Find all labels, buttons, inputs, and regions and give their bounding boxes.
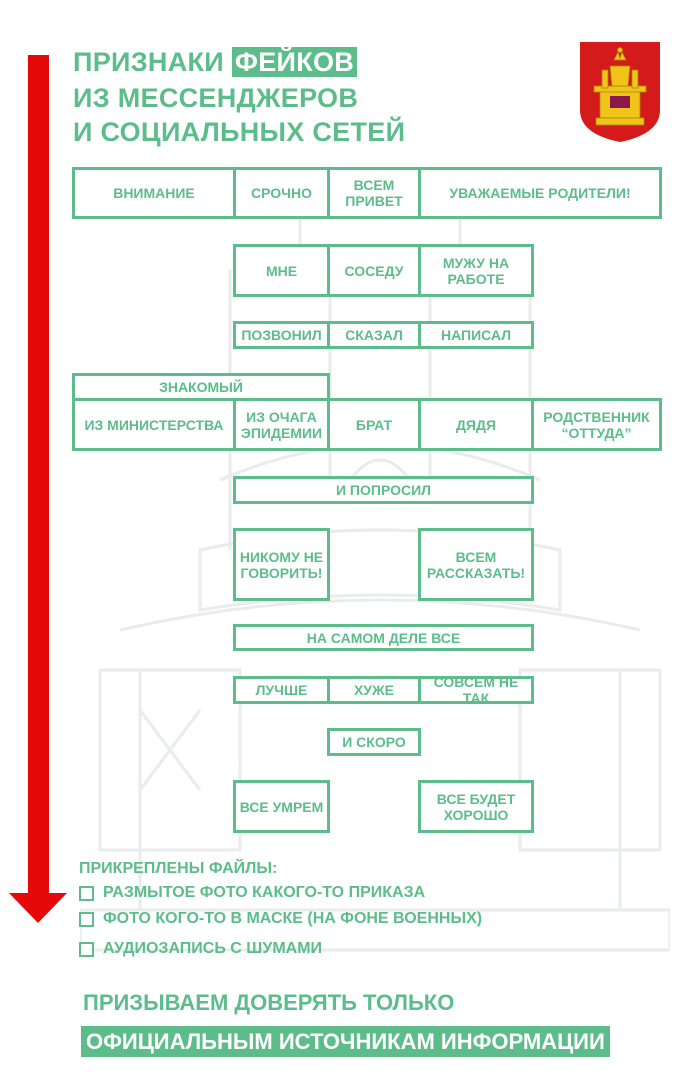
file-item: РАЗМЫТОЕ ФОТО КАКОГО-ТО ПРИКАЗА: [79, 882, 425, 904]
file-label: АУДИОЗАПИСЬ С ШУМАМИ: [103, 940, 323, 957]
block-brother: БРАТ: [327, 398, 421, 451]
block-acquaintance: ЗНАКОМЫЙ: [72, 373, 330, 401]
block-tell-no-one: НИКОМУ НЕ ГОВОРИТЬ!: [233, 528, 330, 601]
cta-line-1: ПРИЗЫВАЕМ ДОВЕРЯТЬ ТОЛЬКО: [83, 990, 455, 1015]
file-item: ФОТО КОГО-ТО В МАСКЕ (НА ФОНЕ ВОЕННЫХ): [79, 908, 482, 930]
block-actually: НА САМОМ ДЕЛЕ ВСЕ: [233, 624, 534, 651]
block-tell-everyone: ВСЕМ РАССКАЗАТЬ!: [418, 528, 534, 601]
coat-of-arms-icon: [580, 42, 660, 142]
block-and-asked: И ПОПРОСИЛ: [233, 476, 534, 504]
block-uncle: ДЯДЯ: [418, 398, 534, 451]
block-from-ministry: ИЗ МИНИСТЕРСТВА: [72, 398, 236, 451]
file-label: ФОТО КОГО-ТО В МАСКЕ (НА ФОНЕ ВОЕННЫХ): [103, 910, 483, 927]
down-arrow-icon: [9, 893, 67, 923]
block-dear-parents: УВАЖАЕМЫЕ РОДИТЕЛИ!: [418, 167, 662, 219]
block-wrote: НАПИСАЛ: [418, 321, 534, 349]
block-to-neighbor: СОСЕДУ: [327, 244, 421, 297]
block-all-fine: ВСЕ БУДЕТ ХОРОШО: [418, 780, 534, 833]
block-worse: ХУЖЕ: [327, 676, 421, 704]
block-to-husband: МУЖУ НА РАБОТЕ: [418, 244, 534, 297]
down-arrow-shaft: [28, 55, 49, 895]
title-highlight: ФЕЙКОВ: [231, 47, 358, 77]
checkbox-icon: [79, 941, 94, 957]
block-better: ЛУЧШЕ: [233, 676, 330, 704]
checkbox-icon: [79, 885, 94, 901]
title-line-2: ИЗ МЕССЕНДЖЕРОВ: [73, 83, 359, 113]
block-all-die: ВСЕ УМРЕМ: [233, 780, 330, 833]
title-line-3: И СОЦИАЛЬНЫХ СЕТЕЙ: [73, 117, 406, 147]
block-attention: ВНИМАНИЕ: [72, 167, 236, 219]
block-from-epicenter: ИЗ ОЧАГА ЭПИДЕМИИ: [233, 398, 330, 451]
block-not-so: СОВСЕМ НЕ ТАК: [418, 674, 534, 706]
file-label: РАЗМЫТОЕ ФОТО КАКОГО-ТО ПРИКАЗА: [103, 884, 426, 901]
block-called: ПОЗВОНИЛ: [233, 321, 330, 349]
title-line-1: ПРИЗНАКИ ФЕЙКОВ: [73, 46, 358, 79]
file-item: АУДИОЗАПИСЬ С ШУМАМИ: [79, 938, 322, 960]
block-relative: РОДСТВЕННИК “ОТТУДА”: [531, 398, 662, 451]
checkbox-icon: [79, 911, 94, 927]
cta-line-2: ОФИЦИАЛЬНЫМ ИСТОЧНИКАМ ИНФОРМАЦИИ: [81, 1026, 610, 1057]
files-title: ПРИКРЕПЛЕНЫ ФАЙЛЫ:: [79, 860, 278, 877]
block-said: СКАЗАЛ: [327, 321, 421, 349]
block-to-me: МНЕ: [233, 244, 330, 297]
block-urgent: СРОЧНО: [233, 167, 330, 219]
block-hi-all: ВСЕМ ПРИВЕТ: [327, 167, 421, 219]
block-and-soon: И СКОРО: [327, 728, 421, 756]
